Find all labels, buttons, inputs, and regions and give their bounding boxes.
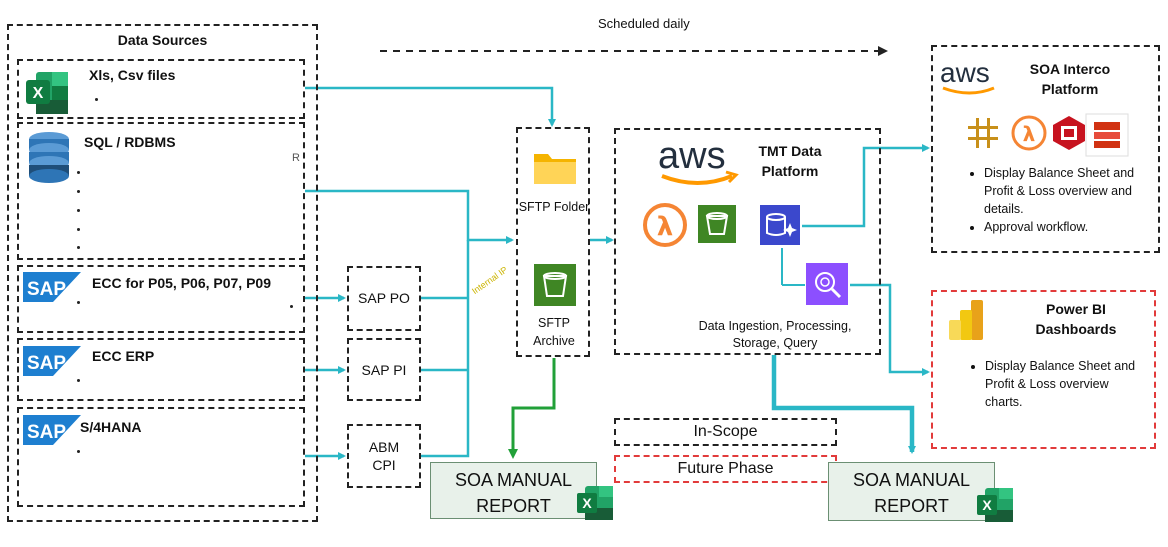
- excel-icon: X: [575, 484, 615, 527]
- tmt-caption: Data Ingestion, Processing, Storage, Que…: [698, 319, 852, 350]
- power-bi-bullet: Display Balance Sheet and Profit & Loss …: [985, 357, 1147, 411]
- aurora-icon: [1051, 114, 1087, 157]
- svg-text:X: X: [33, 85, 44, 102]
- legend-in-scope: In-Scope: [614, 418, 837, 446]
- lambda-icon: λ: [1010, 114, 1048, 157]
- sftp-folder-label: SFTP Folder: [518, 200, 590, 214]
- svg-text:aws: aws: [658, 135, 726, 177]
- api-gateway-icon: [966, 116, 1000, 155]
- middleware-sap-pi: SAP PI: [347, 338, 421, 401]
- tmt-title: TMT Data Platform: [758, 143, 822, 179]
- soa-interco-bullets: Display Balance Sheet and Profit & Loss …: [966, 164, 1152, 236]
- dynamodb-icon: [1084, 112, 1130, 163]
- power-bi-title: Power BI Dashboards: [1035, 301, 1117, 337]
- soa-interco-bullet: Display Balance Sheet and Profit & Loss …: [984, 164, 1152, 218]
- legend-future-phase: Future Phase: [614, 455, 837, 483]
- svg-text:λ: λ: [1023, 122, 1036, 146]
- middleware-abm-cpi-label: ABM CPI: [368, 439, 400, 473]
- soa-interco-title: SOA Interco Platform: [1029, 61, 1111, 97]
- s3-bucket-icon: [698, 205, 736, 248]
- svg-text:SAP: SAP: [27, 353, 66, 374]
- svg-text:X: X: [582, 495, 592, 511]
- svg-text:SAP: SAP: [27, 279, 66, 300]
- svg-text:aws: aws: [940, 57, 990, 88]
- excel-icon: X: [975, 486, 1015, 529]
- sap-logo-icon: SAP: [23, 346, 81, 381]
- svg-text:X: X: [982, 497, 992, 513]
- sftp-archive-label: SFTP Archive: [533, 316, 575, 348]
- data-sources-title: Data Sources: [117, 32, 208, 48]
- database-icon: [27, 131, 71, 190]
- database-service-icon: [760, 205, 800, 250]
- svg-text:SAP: SAP: [27, 422, 66, 443]
- source-s4hana-label: S/4HANA: [80, 419, 142, 435]
- source-sql-label: SQL / RDBMS: [84, 134, 176, 150]
- sap-logo-icon: SAP: [23, 272, 81, 307]
- source-sql-trailing: R: [292, 152, 300, 164]
- aws-logo-icon: aws: [940, 56, 1002, 103]
- middleware-sap-pi-label: SAP PI: [361, 362, 407, 378]
- s3-bucket-icon: [534, 264, 576, 311]
- soa-manual-report-1: SOA MANUAL REPORT: [430, 462, 597, 519]
- excel-icon: X: [24, 70, 70, 121]
- middleware-sap-po-label: SAP PO: [358, 290, 410, 306]
- soa-interco-bullet: Approval workflow.: [984, 218, 1152, 236]
- lambda-icon: λ: [641, 203, 689, 252]
- schedule-label: Scheduled daily: [598, 16, 690, 31]
- sap-logo-icon: SAP: [23, 415, 81, 450]
- soa-manual-report-2: SOA MANUAL REPORT: [828, 462, 995, 521]
- power-bi-bullets: Display Balance Sheet and Profit & Loss …: [967, 357, 1147, 411]
- svg-text:λ: λ: [657, 212, 673, 242]
- source-ecc-erp: [17, 338, 305, 401]
- source-xls-label: Xls, Csv files: [89, 67, 176, 83]
- query-service-icon: [806, 263, 848, 310]
- tmt-data-platform: [614, 128, 881, 355]
- source-ecc-label: ECC for P05, P06, P07, P09: [92, 275, 271, 291]
- middleware-sap-po: SAP PO: [347, 266, 421, 331]
- power-bi-icon: [945, 298, 987, 347]
- aws-logo-icon: aws: [658, 134, 742, 195]
- data-sources-panel: [7, 24, 318, 522]
- folder-icon: [532, 150, 578, 191]
- source-ecc-erp-label: ECC ERP: [92, 348, 155, 364]
- middleware-abm-cpi: ABM CPI: [347, 424, 421, 488]
- sftp-panel: [516, 127, 590, 357]
